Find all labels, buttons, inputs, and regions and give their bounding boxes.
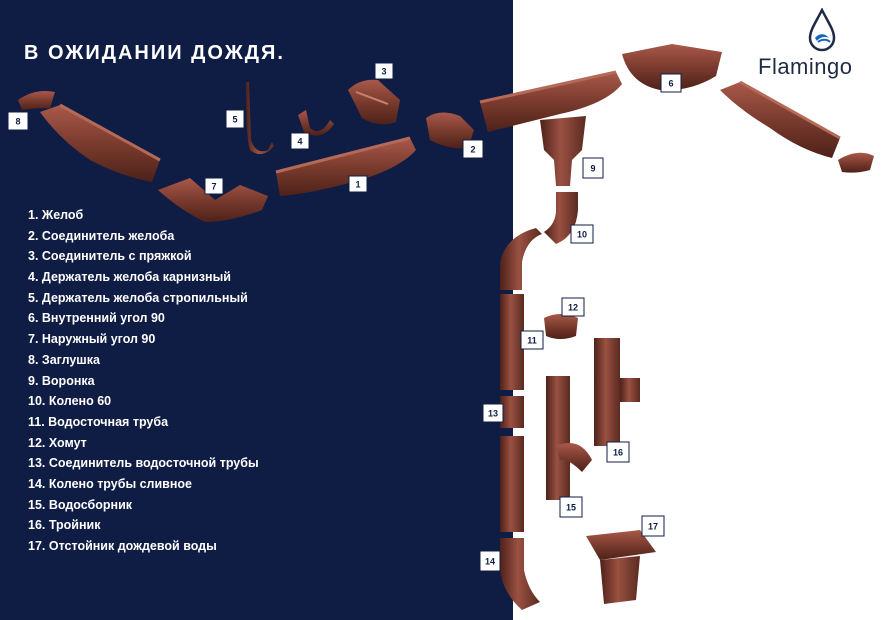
parts-list-item: 4. Держатель желоба карнизный xyxy=(28,270,231,285)
parts-list-item: 3. Соединитель с пряжкой xyxy=(28,249,192,264)
tag-3: 3 xyxy=(374,62,394,80)
tag-16: 16 xyxy=(606,441,630,463)
end-cap-left xyxy=(18,91,55,110)
tag-4: 4 xyxy=(290,132,310,150)
parts-list-item: 13. Соединитель водосточной трубы xyxy=(28,456,259,471)
headline: В ОЖИДАНИИ ДОЖДЯ. xyxy=(24,42,285,64)
parts-list-item: 6. Внутренний угол 90 xyxy=(28,311,165,326)
parts-list-item: 9. Воронка xyxy=(28,373,95,388)
gutter-left xyxy=(40,103,161,182)
tag-17: 17 xyxy=(641,515,665,537)
parts-list-item: 17. Отстойник дождевой воды xyxy=(28,539,217,553)
gutter-middle xyxy=(275,136,416,196)
tag-5: 5 xyxy=(225,109,245,129)
tag-8: 8 xyxy=(7,111,29,131)
tag-9: 9 xyxy=(582,157,604,179)
pipe-clamp xyxy=(544,314,578,339)
rafter-bracket xyxy=(246,82,274,155)
fascia-bracket xyxy=(298,110,334,136)
brand-logo: Flamingo xyxy=(758,8,878,79)
parts-list-item: 8. Заглушка xyxy=(28,352,100,367)
tag-label: 13 xyxy=(488,409,498,419)
downpipe-lower xyxy=(500,436,524,532)
tag-label: 8 xyxy=(15,117,20,127)
brand-name: Flamingo xyxy=(758,54,853,79)
tag-11: 11 xyxy=(520,330,544,350)
pipe-connector xyxy=(500,396,524,428)
gutter-upper xyxy=(479,70,622,132)
tag-label: 14 xyxy=(485,557,495,567)
tag-label: 2 xyxy=(470,145,475,155)
tag-label: 9 xyxy=(590,164,595,174)
outer-corner-90 xyxy=(158,178,268,222)
rainwater-sump xyxy=(586,530,656,604)
clasp-connector xyxy=(348,79,400,125)
tag-label: 5 xyxy=(232,115,237,125)
pipe-elbow-top xyxy=(500,228,542,290)
water-drop-icon xyxy=(808,8,836,52)
tag-1: 1 xyxy=(348,175,368,193)
tag-label: 16 xyxy=(613,448,623,458)
inner-corner-90 xyxy=(622,44,722,91)
downpipe xyxy=(500,294,524,390)
tag-label: 7 xyxy=(211,182,216,192)
parts-list-item: 2. Соединитель желоба xyxy=(28,228,175,243)
parts-list-item: 11. Водосточная труба xyxy=(28,414,169,429)
elbow-60 xyxy=(544,192,578,244)
gutter-connector xyxy=(426,112,474,149)
pipe-tee xyxy=(594,338,640,446)
gutter-right xyxy=(720,80,841,158)
parts-list-item: 12. Хомут xyxy=(28,435,87,450)
tag-label: 6 xyxy=(668,79,673,89)
tag-2: 2 xyxy=(462,139,484,159)
tag-label: 10 xyxy=(577,230,587,240)
tag-label: 12 xyxy=(568,303,578,313)
tag-label: 11 xyxy=(527,336,537,346)
parts-list-item: 16. Тройник xyxy=(28,518,101,533)
parts-list-item: 1. Желоб xyxy=(28,208,84,222)
left-panel xyxy=(0,0,513,620)
parts-list-item: 14. Колено трубы сливное xyxy=(28,476,193,491)
tag-label: 3 xyxy=(381,67,386,77)
funnel xyxy=(540,116,586,186)
end-cap-right xyxy=(838,152,874,173)
rain-collector xyxy=(546,376,592,500)
tag-13: 13 xyxy=(482,403,504,423)
tag-10: 10 xyxy=(570,224,594,244)
tag-6: 6 xyxy=(660,73,682,93)
drain-elbow xyxy=(500,538,540,610)
tag-15: 15 xyxy=(559,496,583,518)
tag-label: 4 xyxy=(297,137,302,147)
tag-7: 7 xyxy=(204,177,224,195)
parts-list-item: 5. Держатель желоба стропильный xyxy=(28,290,248,305)
tag-label: 17 xyxy=(648,522,658,532)
parts-list-item: 10. Колено 60 xyxy=(28,394,112,409)
tag-label: 1 xyxy=(355,180,360,190)
parts-list-item: 15. Водосборник xyxy=(28,497,133,512)
tag-12: 12 xyxy=(561,297,585,317)
parts-list: 1. Желоб 2. Соединитель желоба 3. Соедин… xyxy=(28,205,259,557)
tag-label: 15 xyxy=(566,503,576,513)
parts-list-item: 7. Наружный угол 90 xyxy=(28,332,156,347)
tag-14: 14 xyxy=(479,550,501,572)
